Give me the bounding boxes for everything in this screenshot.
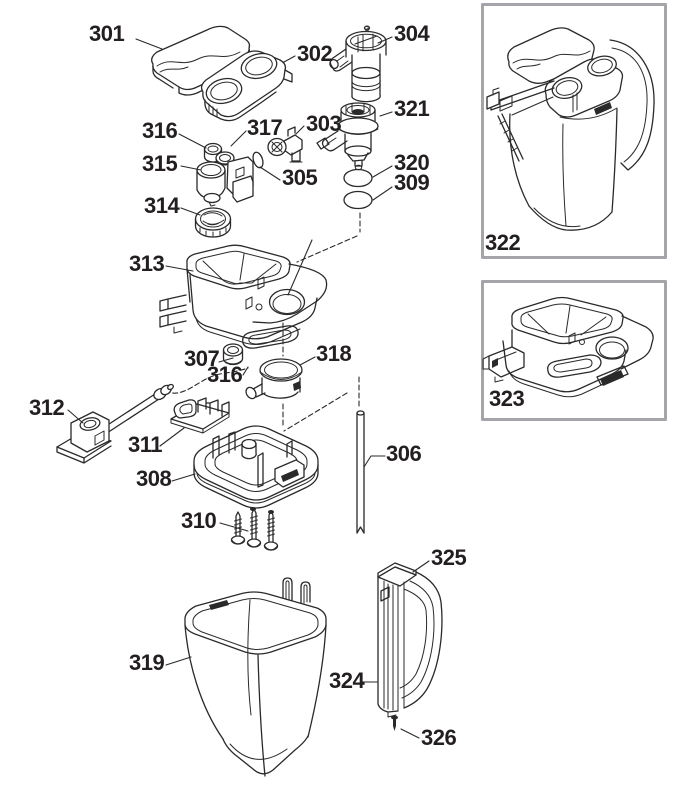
part-324-handle-drawing [377, 562, 443, 718]
part-label-307: 307 [184, 346, 220, 371]
part-311-clip-drawing [170, 397, 230, 434]
inset-label-323: 323 [489, 386, 525, 411]
part-label-313: 313 [129, 251, 165, 276]
part-318-valve-body-drawing [245, 358, 303, 400]
part-321-valve-drawing [316, 102, 379, 171]
part-310-screws-drawing [230, 508, 279, 551]
part-label-321: 321 [394, 96, 430, 121]
part-label-326: 326 [421, 725, 457, 750]
part-label-305: 305 [282, 165, 318, 190]
part-306-tube-drawing [356, 410, 365, 534]
part-label-320: 320 [394, 150, 430, 175]
part-label-310: 310 [181, 508, 217, 533]
inset-box-322 [481, 3, 667, 259]
part-label-318: 318 [316, 341, 352, 366]
part-label-308: 308 [136, 466, 172, 491]
part-label-301: 301 [89, 21, 125, 46]
inset-322-assembled-unit-drawing [486, 27, 655, 231]
leader-lines [67, 36, 430, 739]
inset-label-322: 322 [485, 230, 521, 255]
part-label-302: 302 [297, 41, 333, 66]
inset-box-323 [481, 280, 667, 421]
part-308-base-drawing [193, 425, 319, 514]
part-label-314: 314 [144, 193, 180, 218]
part-313-hopper-drawing [159, 244, 328, 349]
part-326-pin-drawing [391, 715, 398, 731]
part-label-306: 306 [386, 441, 422, 466]
part-319-container-drawing [184, 577, 327, 777]
part-label-309: 309 [394, 170, 430, 195]
part-312-float-tube-drawing [56, 383, 174, 464]
part-304-valve-drawing [329, 25, 387, 103]
part-label-316-lower: 316 [207, 362, 243, 387]
part-label-324: 324 [329, 668, 365, 693]
part-309-oring-drawing [343, 190, 373, 210]
part-label-317: 317 [247, 115, 283, 140]
part-303-fitting-drawing [267, 126, 303, 163]
part-label-304: 304 [394, 21, 430, 46]
part-label-316-upper: 316 [142, 118, 178, 143]
part-label-311: 311 [128, 432, 163, 457]
part-label-325: 325 [431, 545, 467, 570]
part-label-315: 315 [142, 151, 178, 176]
part-label-319: 319 [129, 650, 165, 675]
part-315-housing-drawing [196, 156, 254, 207]
inset-323-assembled-hopper-drawing [482, 296, 654, 398]
part-label-303: 303 [306, 111, 342, 136]
part-320-oring-drawing [343, 168, 373, 188]
part-314-cap-drawing [194, 207, 232, 238]
part-label-312: 312 [29, 395, 65, 420]
assembly-guide-lines [164, 212, 361, 432]
part-302-cover-drawing [200, 50, 293, 122]
